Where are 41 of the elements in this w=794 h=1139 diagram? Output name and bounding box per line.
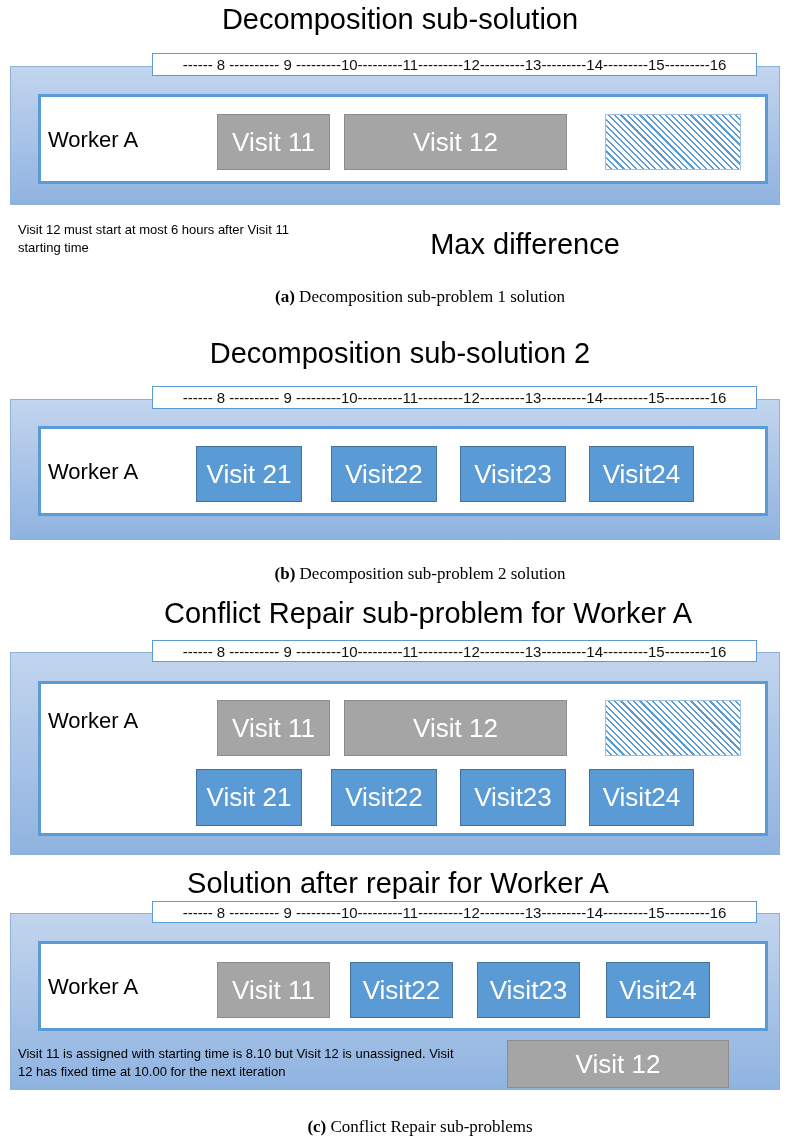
panel-title: Solution after repair for Worker A [187,867,609,900]
visit-block: Visit 12 [344,114,567,170]
timeline-bar: ------ 8 ---------- 9 ---------10---------11---------12---------13---------14---------15---------16 [152,901,757,923]
visit-block: Visit 12 [344,700,567,756]
worker-label: Worker A [48,708,139,734]
worker-label: Worker A [48,459,139,485]
figure-caption: (a) Decomposition sub-problem 1 solution [275,287,565,307]
visit-block: Visit22 [350,962,453,1018]
timeline-bar: ------ 8 ---------- 9 ---------10---------11---------12---------13---------14---------15---------16 [152,386,757,409]
hatched-slot [605,700,741,756]
visit-block: Visit 21 [196,769,302,826]
visit-block: Visit 21 [196,446,302,502]
note-text: Visit 11 is assigned with starting time is 8.10 but Visit 12 is unassigned. Visit 12 has fixed time at 10.00 for the next iteration [18,1045,455,1081]
visit-block: Visit23 [477,962,580,1018]
worker-label: Worker A [48,127,139,153]
panel-title: Conflict Repair sub-problem for Worker A [163,597,693,630]
schedule-lane [38,94,768,184]
schedule-lane [38,941,768,1031]
annotation-text: Max difference [430,228,620,261]
visit-block: Visit24 [606,962,710,1018]
worker-label: Worker A [48,974,139,1000]
hatched-slot [605,114,741,170]
visit-block: Visit 11 [217,114,330,170]
visit-block: Visit22 [331,769,437,826]
panel-title: Decomposition sub-solution [221,3,579,36]
visit-block: Visit24 [589,769,694,826]
timeline-bar: ------ 8 ---------- 9 ---------10---------11---------12---------13---------14---------15---------16 [152,53,757,76]
visit-block: Visit 12 [507,1040,729,1088]
panel-title: Decomposition sub-solution 2 [209,337,591,370]
figure-caption: (c) Conflict Repair sub-problems [307,1117,533,1137]
visit-block: Visit24 [589,446,694,502]
timeline-bar: ------ 8 ---------- 9 ---------10---------11---------12---------13---------14---------15---------16 [152,640,757,662]
note-text: Visit 12 must start at most 6 hours after Visit 11 starting time [18,221,290,257]
schedule-lane [38,426,768,516]
visit-block: Visit22 [331,446,437,502]
visit-block: Visit23 [460,446,566,502]
visit-block: Visit 11 [217,700,330,756]
visit-block: Visit23 [460,769,566,826]
figure-caption: (b) Decomposition sub-problem 2 solution [274,564,566,584]
visit-block: Visit 11 [217,962,330,1018]
schedule-lane [38,681,768,836]
